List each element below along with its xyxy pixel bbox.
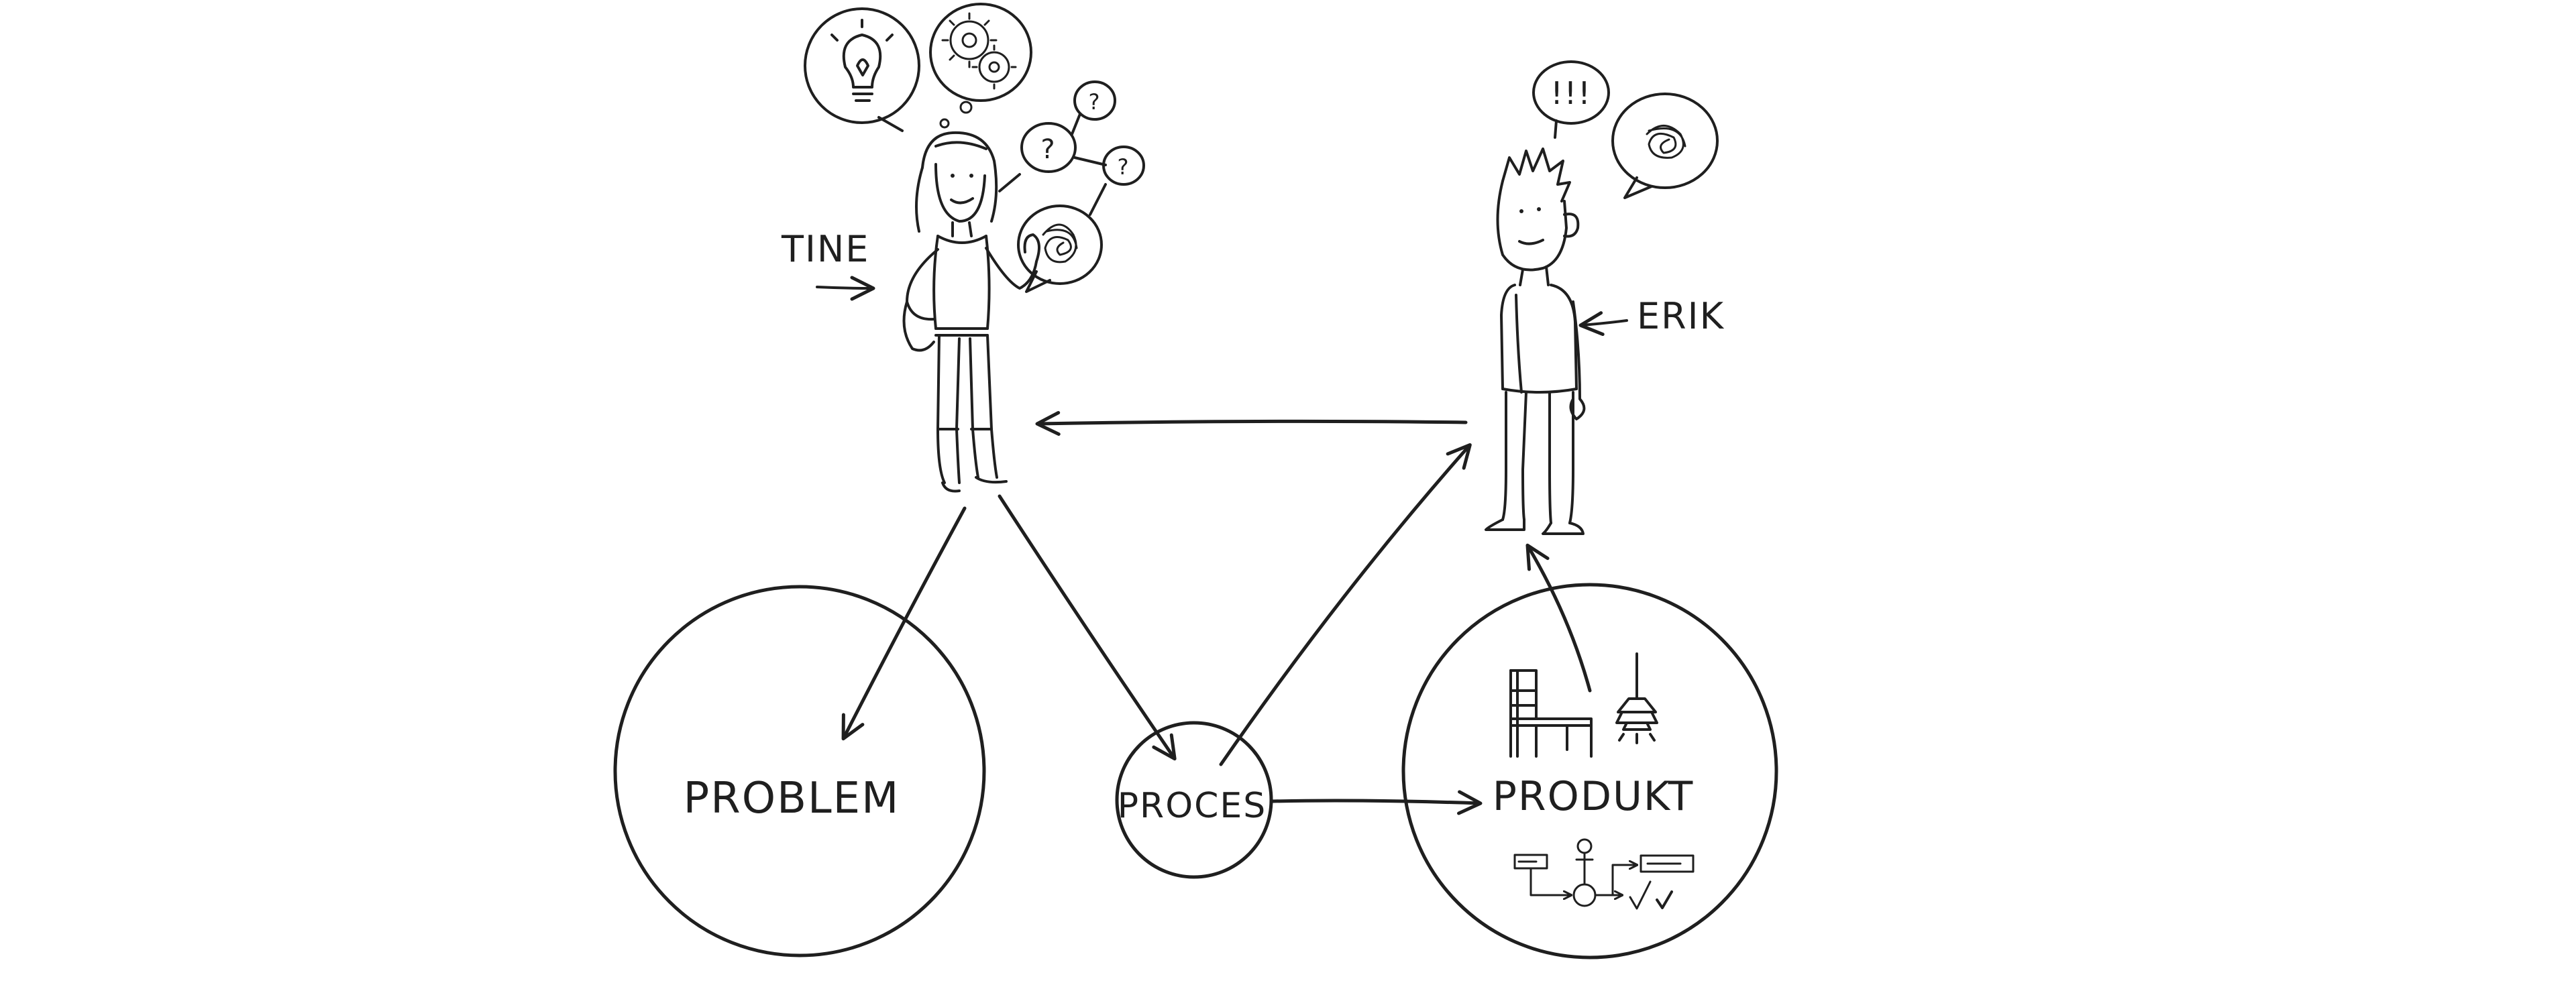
tine-pointer-arrow <box>816 276 875 301</box>
erik-label: ERIK <box>1637 295 1725 337</box>
lightbulb-bubble <box>804 7 920 132</box>
gears-icon <box>941 12 1017 90</box>
gears-bubble <box>929 3 1032 102</box>
tine-figure <box>902 131 1040 493</box>
tine-thought-dot-2 <box>959 101 973 114</box>
exclamation-icon: !!! <box>1550 75 1591 111</box>
arrow-erik-to-tine <box>1035 410 1468 436</box>
arrow-proces-to-erik <box>1219 443 1472 766</box>
question-icon: ? <box>1118 154 1130 180</box>
proces-circle <box>1115 721 1273 879</box>
lightbulb-icon <box>830 19 894 102</box>
tine-label: TINE <box>781 228 869 270</box>
erik-pointer-arrow <box>1578 311 1628 337</box>
erik-exclamation-bubble: !!! <box>1532 60 1610 139</box>
arrow-tine-to-problem <box>841 506 967 741</box>
flowchart-icon <box>1513 838 1695 910</box>
checkmark-icon <box>1656 890 1673 909</box>
erik-figure <box>1485 148 1586 535</box>
tine-scribble-bubble <box>1017 205 1103 293</box>
produkt-circle <box>1401 583 1778 959</box>
lamp-icon <box>1615 652 1658 744</box>
question-bubbles: ? ? ? <box>998 80 1145 216</box>
scribble-icon <box>1646 125 1686 159</box>
question-icon: ? <box>1089 89 1102 115</box>
chair-icon <box>1509 669 1593 758</box>
arrow-proces-to-produkt <box>1271 790 1483 815</box>
arrow-produkt-to-erik <box>1525 543 1592 693</box>
problem-circle <box>613 585 986 957</box>
produkt-label: PRODUKT <box>1493 773 1695 820</box>
problem-label: PROBLEM <box>684 774 900 823</box>
erik-scribble-bubble <box>1611 93 1719 199</box>
question-icon: ? <box>1040 134 1056 165</box>
tine-thought-dot-1 <box>939 118 950 129</box>
proces-label: PROCES <box>1118 786 1267 826</box>
arrow-tine-to-proces <box>998 494 1177 761</box>
scribble-icon <box>1042 223 1078 264</box>
